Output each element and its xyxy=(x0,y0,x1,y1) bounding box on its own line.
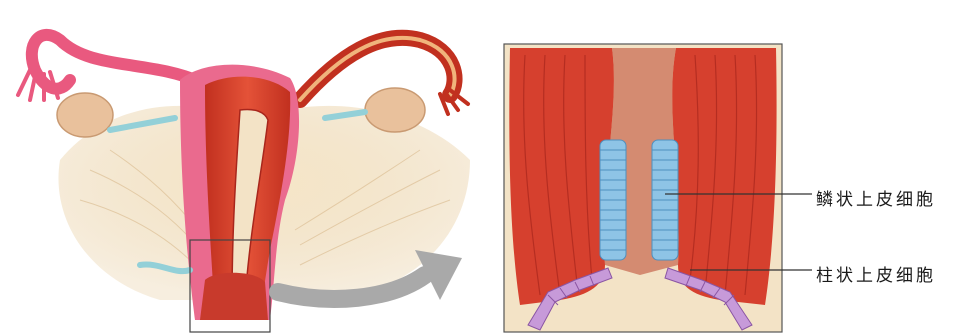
squamous-epithelium-label: 鳞状上皮细胞 xyxy=(816,185,936,210)
right-fimbriae xyxy=(440,90,468,114)
cervix-detail-panel xyxy=(504,44,782,332)
right-ovary xyxy=(365,88,425,132)
left-fallopian-tube xyxy=(32,35,200,89)
cervix xyxy=(200,273,268,320)
squamous-cells-right xyxy=(652,140,678,260)
squamous-cells-left xyxy=(600,140,626,260)
right-fallopian-tube xyxy=(300,38,455,100)
columnar-epithelium-label: 柱状上皮细胞 xyxy=(816,261,936,286)
right-tissue-fold xyxy=(672,48,776,305)
left-tissue-fold xyxy=(509,48,614,305)
left-ovary xyxy=(57,93,113,137)
